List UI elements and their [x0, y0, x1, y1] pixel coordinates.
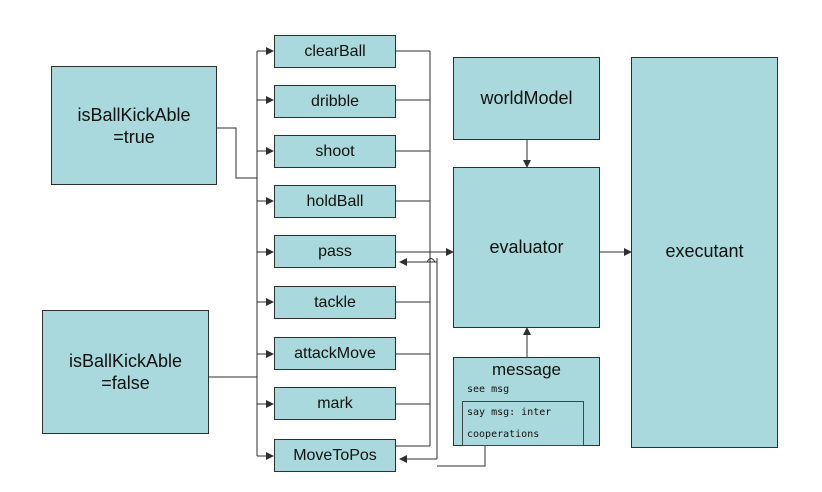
action-mark: mark	[274, 387, 396, 420]
action-clear-ball: clearBall	[274, 35, 396, 68]
condition-kickable-false: isBallKickAble =false	[42, 310, 209, 434]
world-model-box: worldModel	[453, 57, 600, 140]
action-label: mark	[317, 394, 353, 412]
action-label: attackMove	[294, 344, 376, 362]
message-box: message see msg say msg: inter cooperati…	[453, 357, 600, 446]
evaluator-label: evaluator	[489, 237, 564, 257]
executant-label: executant	[665, 241, 744, 261]
action-label: pass	[318, 242, 352, 260]
executant-box: executant	[631, 57, 778, 448]
cooperations-label: cooperations	[467, 429, 540, 440]
action-shoot: shoot	[274, 135, 396, 168]
condition-kickable-true: isBallKickAble =true	[51, 66, 217, 185]
action-move-to-pos: MoveToPos	[274, 439, 396, 472]
action-tackle: tackle	[274, 286, 396, 319]
condition-false-line2: =false	[101, 373, 150, 393]
action-label: shoot	[315, 142, 355, 160]
message-title: message	[492, 360, 561, 379]
action-attack-move: attackMove	[274, 337, 396, 370]
say-msg-label: say msg: inter	[467, 407, 552, 418]
action-label: clearBall	[304, 42, 366, 60]
world-model-label: worldModel	[480, 88, 573, 108]
action-label: tackle	[314, 293, 356, 311]
condition-false-line1: isBallKickAble	[68, 351, 183, 371]
condition-true-line2: =true	[113, 126, 155, 147]
action-hold-ball: holdBall	[274, 185, 396, 218]
condition-true-line1: isBallKickAble	[77, 104, 191, 125]
see-msg-label: see msg	[467, 384, 510, 395]
action-dribble: dribble	[274, 85, 396, 118]
action-pass: pass	[274, 235, 396, 268]
evaluator-box: evaluator	[453, 167, 600, 328]
action-label: dribble	[310, 92, 360, 110]
say-msg-box: say msg: inter cooperations	[462, 401, 584, 446]
action-label: MoveToPos	[293, 446, 377, 464]
action-label: holdBall	[306, 192, 364, 210]
